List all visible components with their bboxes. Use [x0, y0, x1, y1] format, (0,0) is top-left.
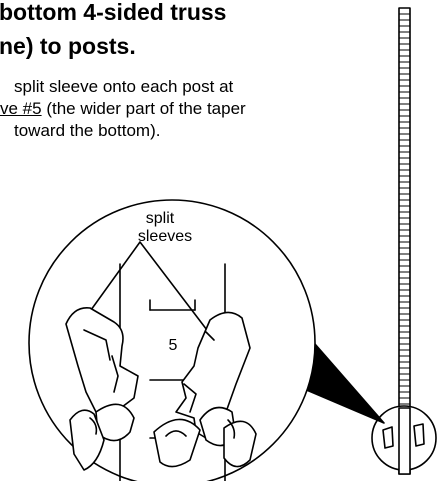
step-heading-line-2: ne) to posts.	[0, 33, 136, 59]
finger-right-lower	[223, 420, 257, 468]
finger-left-upper	[95, 403, 135, 442]
thumb-right	[153, 418, 201, 468]
instruction-line-2: ve #5 (the wider part of the taper	[0, 98, 246, 120]
callout-label-line-1: split	[146, 210, 175, 227]
instruction-line-3: toward the bottom).	[14, 121, 161, 140]
tall-post	[398, 7, 411, 475]
step-heading-line-1: bottom 4-sided truss	[0, 0, 227, 25]
split-sleeve-left	[65, 307, 139, 413]
sleeve-number-reference: ve #5	[0, 99, 42, 118]
post-sleeve-right-small	[413, 423, 425, 447]
split-sleeve-right	[175, 311, 251, 439]
instruction-line-2-rest: (the wider part of the taper	[41, 99, 246, 118]
callout-label-line-2: sleeves	[138, 228, 192, 245]
instruction-line-1: split sleeve onto each post at	[14, 77, 234, 96]
post-number-label: 5	[169, 337, 178, 354]
callout-pointer	[77, 241, 211, 335]
post-sleeve-left-small	[382, 426, 394, 449]
step-instructions: split sleeve onto each post at ve #5 (th…	[0, 76, 246, 142]
